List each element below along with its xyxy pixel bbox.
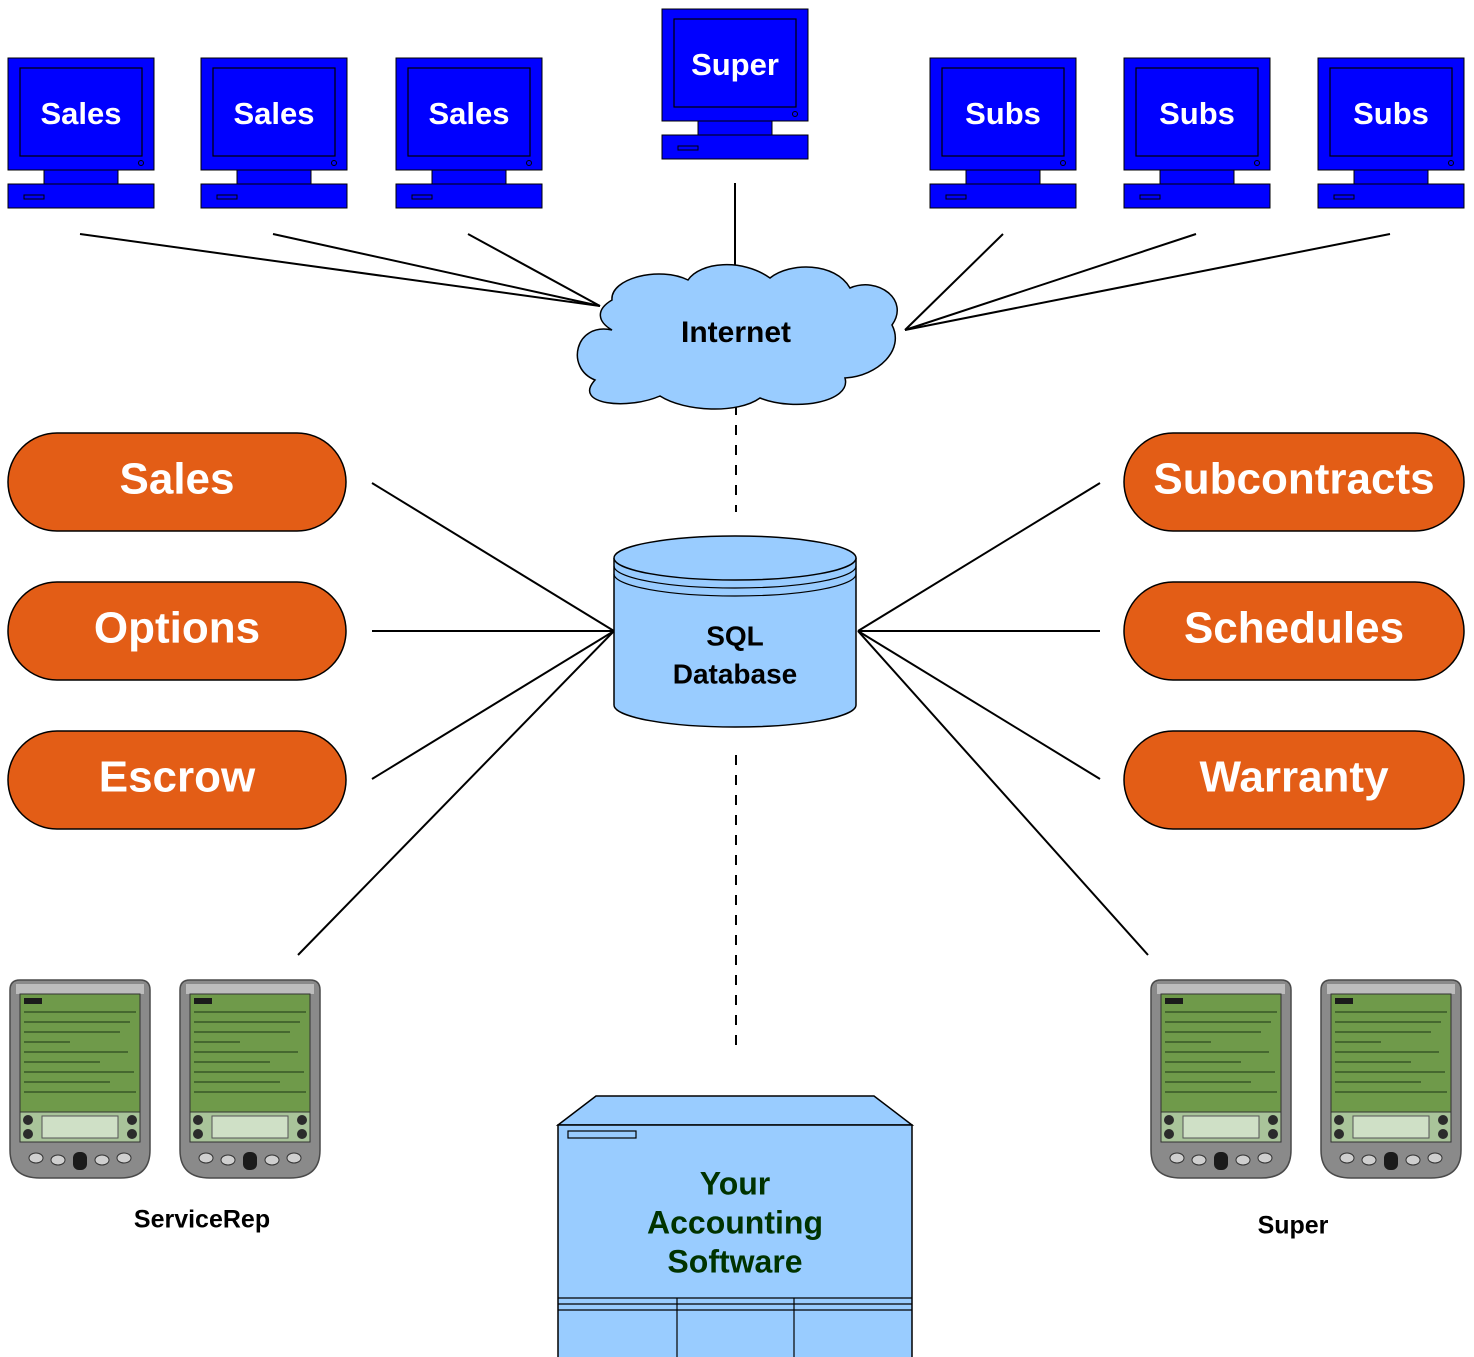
computer-sales-2[interactable]: Sales bbox=[200, 57, 348, 209]
connector-lines bbox=[79, 183, 1391, 1050]
modules-left: Sales Options Escrow bbox=[7, 432, 347, 830]
pda-icon[interactable] bbox=[179, 979, 321, 1179]
module-escrow[interactable]: Escrow bbox=[7, 730, 347, 830]
accounting-server[interactable]: Your Accounting Software bbox=[555, 1095, 915, 1357]
computer-super[interactable]: Super bbox=[661, 8, 809, 160]
database-node[interactable]: SQL Database bbox=[613, 535, 857, 728]
module-label: Escrow bbox=[99, 753, 256, 802]
module-label: Warranty bbox=[1199, 753, 1389, 802]
computer-sales-3[interactable]: Sales bbox=[395, 57, 543, 209]
handhelds-right: Super bbox=[1150, 979, 1462, 1240]
module-subcontracts[interactable]: Subcontracts bbox=[1123, 432, 1465, 532]
computer-label: Sales bbox=[40, 96, 121, 131]
pda-icon[interactable] bbox=[1320, 979, 1462, 1179]
link-pda-right-db bbox=[857, 630, 1149, 956]
computer-sales-1[interactable]: Sales bbox=[7, 57, 155, 209]
handhelds-left: ServiceRep bbox=[9, 979, 321, 1234]
link-sales-1-internet bbox=[79, 233, 601, 307]
modules-right: Subcontracts Schedules Warranty bbox=[1123, 432, 1465, 830]
server-icon bbox=[555, 1095, 915, 1357]
link-sales-2-internet bbox=[272, 233, 601, 307]
computer-label: Subs bbox=[965, 96, 1041, 131]
server-label-line3: Software bbox=[667, 1243, 802, 1279]
computer-subs-3[interactable]: Subs bbox=[1317, 57, 1465, 209]
top-computers: Sales Sales Sales Super Subs Subs Subs bbox=[7, 8, 1465, 209]
link-subs-3-internet bbox=[904, 233, 1391, 331]
monitor-icon bbox=[7, 57, 155, 209]
link-subs-1-internet bbox=[904, 233, 1004, 331]
pda-icon[interactable] bbox=[9, 979, 151, 1179]
link-pda-left-db bbox=[297, 630, 615, 956]
link-sales-3-internet bbox=[467, 233, 601, 307]
computer-label: Sales bbox=[428, 96, 509, 131]
handhelds-left-label: ServiceRep bbox=[134, 1206, 270, 1234]
internet-node[interactable]: Internet bbox=[576, 264, 898, 410]
pda-icon[interactable] bbox=[1150, 979, 1292, 1179]
module-label: Schedules bbox=[1184, 604, 1404, 653]
monitor-icon bbox=[661, 8, 809, 160]
computer-subs-1[interactable]: Subs bbox=[929, 57, 1077, 209]
link-sales-db bbox=[371, 482, 615, 632]
module-label: Sales bbox=[120, 455, 235, 504]
link-subcontracts-db bbox=[857, 482, 1101, 632]
link-subs-2-internet bbox=[904, 233, 1197, 331]
computer-label: Sales bbox=[233, 96, 314, 131]
server-label-line1: Your bbox=[700, 1165, 771, 1201]
module-label: Options bbox=[94, 604, 260, 653]
server-label-line2: Accounting bbox=[647, 1204, 823, 1240]
monitor-icon bbox=[1123, 57, 1271, 209]
computer-label: Subs bbox=[1159, 96, 1235, 131]
link-warranty-db bbox=[857, 630, 1101, 780]
link-escrow-db bbox=[371, 630, 615, 780]
database-label-line1: SQL bbox=[706, 620, 764, 651]
internet-label: Internet bbox=[681, 316, 791, 349]
cloud-icon bbox=[576, 264, 898, 410]
module-options[interactable]: Options bbox=[7, 581, 347, 681]
module-label: Subcontracts bbox=[1153, 455, 1434, 504]
computer-label: Subs bbox=[1353, 96, 1429, 131]
handhelds-right-label: Super bbox=[1258, 1212, 1329, 1240]
monitor-icon bbox=[395, 57, 543, 209]
computer-label: Super bbox=[691, 47, 779, 82]
database-label-line2: Database bbox=[673, 658, 798, 689]
module-schedules[interactable]: Schedules bbox=[1123, 581, 1465, 681]
module-sales[interactable]: Sales bbox=[7, 432, 347, 532]
monitor-icon bbox=[1317, 57, 1465, 209]
monitor-icon bbox=[929, 57, 1077, 209]
module-warranty[interactable]: Warranty bbox=[1123, 730, 1465, 830]
database-cylinder-icon bbox=[613, 535, 857, 728]
computer-subs-2[interactable]: Subs bbox=[1123, 57, 1271, 209]
monitor-icon bbox=[200, 57, 348, 209]
